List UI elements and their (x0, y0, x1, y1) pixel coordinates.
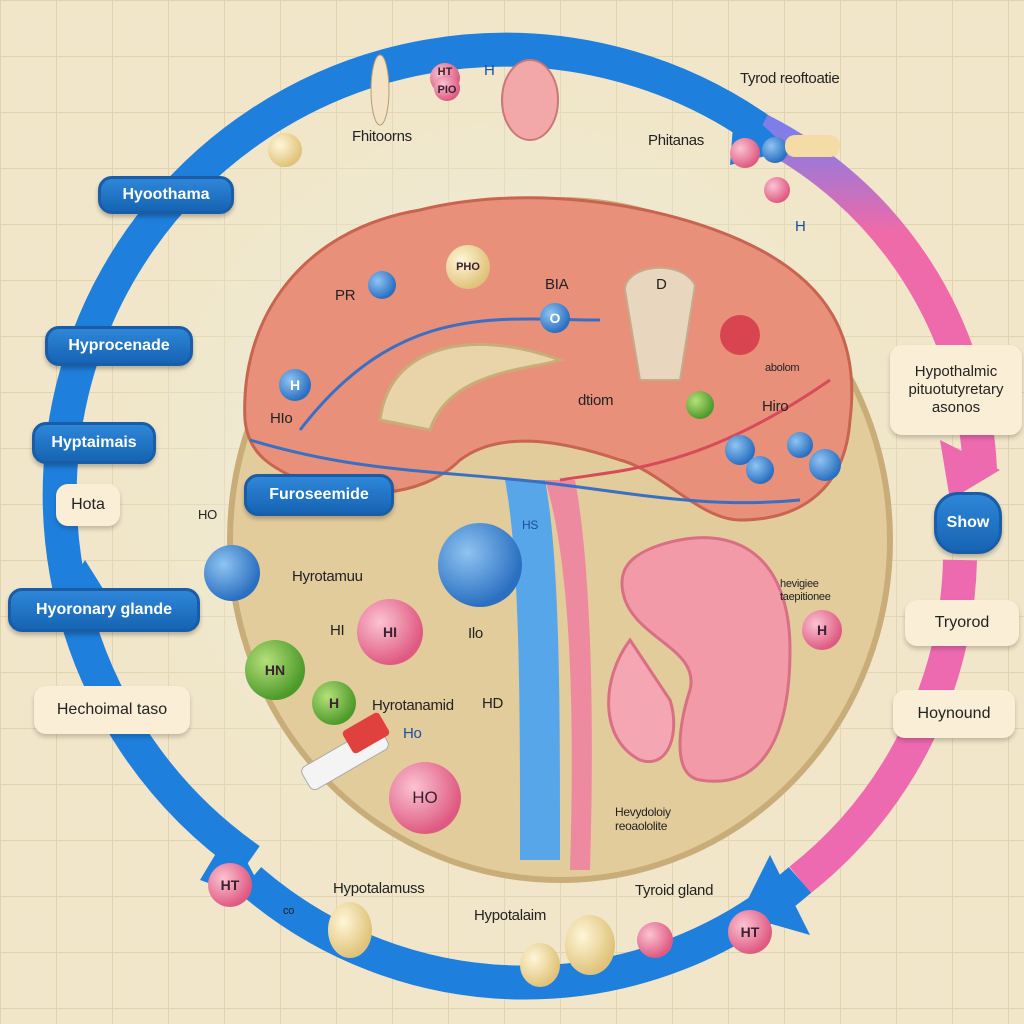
label-bia: BIA (545, 276, 569, 293)
box-hota: Hota (56, 484, 120, 526)
label-hevigiee: hevigiee taepitionee (780, 578, 831, 603)
box-hoynound: Hoynound (893, 690, 1015, 738)
box-hechoimal-taso: Hechoimal taso (34, 686, 190, 734)
label-hiro: Hiro (762, 398, 789, 415)
blue-molecule (725, 435, 755, 465)
ring-bond (785, 135, 840, 157)
label-hs: HS (522, 518, 539, 532)
artery-line (559, 378, 831, 482)
label-h-ball: H (289, 377, 301, 393)
label-h: H (484, 62, 495, 79)
pill-hyptaimais[interactable]: Hyptaimais (32, 422, 156, 464)
pill-furoseemide[interactable]: Furoseemide (244, 474, 394, 516)
red-molecule (720, 315, 760, 355)
ring-molecule-pink (730, 138, 760, 168)
brainstem-red-vessel (545, 480, 592, 870)
box-tryorod: Tryorod (905, 600, 1019, 646)
blue-molecule (540, 303, 570, 333)
corpus-callosum (378, 343, 565, 432)
ring-molecule-cream (268, 133, 302, 167)
heart-organ (501, 59, 559, 141)
blue-molecule (809, 449, 841, 481)
green-molecule (245, 640, 305, 700)
label-hd: HD (482, 695, 504, 712)
leaf-shape (370, 54, 390, 126)
blue-molecule (438, 523, 522, 607)
pill-hyprocenade[interactable]: Hyprocenade (45, 326, 193, 366)
blue-molecule (746, 456, 774, 484)
label-h-pink: H (816, 622, 828, 638)
ring-molecule-pink (728, 910, 772, 954)
green-molecule (312, 681, 356, 725)
cream-molecule (446, 245, 490, 289)
label-co: co (283, 905, 295, 917)
label-tyrod-reoftoatie: Tyrod reoftoatie (740, 70, 840, 87)
kidney-lobe (607, 637, 676, 764)
label-tyroid-gland: Tyroid gland (635, 882, 714, 899)
label-hi-ball: HI (383, 624, 397, 640)
arrowhead-right (940, 440, 1000, 500)
ring-molecule-cream (565, 915, 615, 975)
label-ho-left: HO (198, 507, 217, 522)
label-phitanas: Phitanas (648, 132, 704, 149)
blue-molecule (279, 369, 311, 401)
pink-molecule (802, 610, 842, 650)
label-hio: HIo (270, 410, 293, 427)
label-hn-ball: HN (264, 662, 286, 678)
pill-hyoothama[interactable]: Hyoothama (98, 176, 234, 214)
blue-molecule (787, 432, 813, 458)
label-ho-small: Ho (403, 725, 422, 742)
label-h-green: H (328, 695, 340, 711)
ring-molecule-pink (764, 177, 790, 203)
label-hypotalaim: Hypotalaim (474, 907, 547, 924)
blue-molecule (368, 271, 396, 299)
pink-molecule (389, 762, 461, 834)
label-abolom: abolom (765, 362, 800, 374)
label-ht-bottom-left: HT (220, 877, 240, 893)
label-fhitoorns: Fhitoorns (352, 128, 412, 145)
label-hi: HI (330, 622, 345, 639)
ring-molecule-pink (434, 75, 460, 101)
label-h-right: H (795, 218, 806, 235)
pill-show[interactable]: Show (934, 492, 1002, 554)
pineal-structure (623, 266, 697, 381)
label-pio: PIO (437, 84, 457, 96)
label-hevydoloiy: Hevydoloiy reoaololite (615, 805, 671, 833)
label-ht: HT (437, 66, 453, 78)
label-d: D (656, 276, 667, 293)
pink-molecule (357, 599, 423, 665)
label-pho: PHO (456, 261, 480, 273)
nerve-line (249, 438, 801, 505)
ring-molecule-cream (520, 943, 560, 987)
label-pr: PR (335, 287, 356, 304)
label-hyrotanamid: Hyrotanamid (372, 697, 454, 714)
box-hypothalmic: Hypothalmic pituotutyretary asonos (890, 345, 1022, 435)
pill-hyoronary-glande[interactable]: Hyoronary glande (8, 588, 200, 632)
blue-molecule (204, 545, 260, 601)
label-hyrotamuu: Hyrotamuu (292, 568, 363, 585)
ring-arrow-blue-bottom (238, 867, 812, 1000)
test-tube-cap (342, 712, 390, 754)
green-molecule (686, 391, 714, 419)
ring-molecule-pink (637, 922, 673, 958)
label-dtiom: dtiom (578, 392, 614, 409)
label-hypotalamuss: Hypotalamuss (333, 880, 425, 897)
ring-molecule-cream (328, 902, 372, 958)
label-ht-bottom-right: HT (740, 924, 760, 940)
ring-molecule-blue (762, 137, 788, 163)
label-ho-ball: HO (412, 788, 438, 807)
label-o-ball: O (549, 310, 561, 326)
label-ilo: Ilo (468, 625, 483, 642)
ring-molecule-pink (208, 863, 252, 907)
kidney (620, 536, 792, 783)
